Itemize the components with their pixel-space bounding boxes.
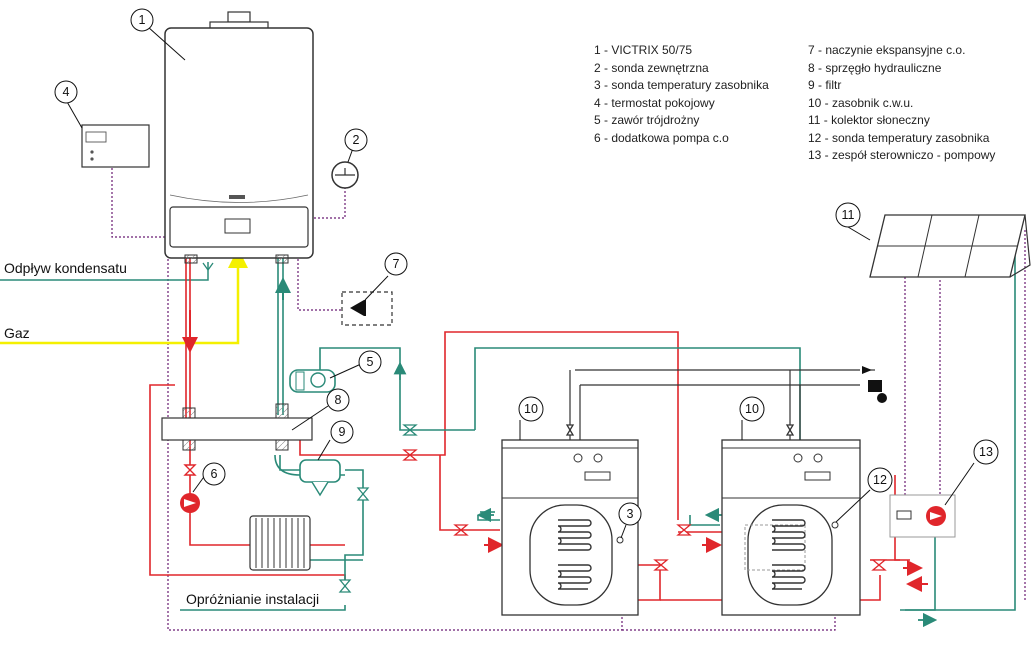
callout-11: 11: [835, 202, 861, 228]
boiler: [164, 11, 314, 264]
tank-sensor-2: [831, 521, 839, 529]
return-flow-arrows: [275, 277, 938, 628]
svg-text:13: 13: [979, 445, 993, 459]
drain-label: Opróżnianie instalacji: [186, 591, 319, 607]
callout-9: 9: [330, 420, 354, 444]
supply-flow-arrows: [182, 310, 928, 592]
svg-text:1: 1: [139, 13, 146, 27]
condensate-line: [0, 262, 214, 281]
callouts: 1 2 3 4 5 6 7 8 9 10 10 11 12 13: [54, 8, 999, 526]
legend-item: 9 - filtr: [808, 78, 842, 92]
legend-item: 3 - sonda temperatury zasobnika: [594, 78, 769, 92]
outdoor-sensor: [331, 161, 359, 189]
three-way-valve: [289, 369, 336, 393]
svg-text:8: 8: [335, 393, 342, 407]
svg-text:2: 2: [353, 133, 360, 147]
circulation-pump: [180, 464, 200, 513]
legend-item: 10 - zasobnik c.w.u.: [808, 95, 914, 110]
callout-6: 6: [202, 462, 226, 486]
legend-left: 1 - VICTRIX 50/75 2 - sonda zewnętrzna 3…: [594, 42, 769, 147]
svg-text:10: 10: [745, 402, 759, 416]
svg-text:6: 6: [211, 467, 218, 481]
filter: [274, 454, 345, 497]
callout-10-right: 10: [739, 396, 765, 422]
legend-item: 8 - sprzęgło hydrauliczne: [808, 60, 942, 75]
legend-item: 1 - VICTRIX 50/75: [594, 43, 693, 57]
solar-collector: [869, 214, 1031, 278]
callout-8: 8: [326, 388, 350, 412]
gas-line: [0, 248, 248, 345]
legend-item: 12 - sonda temperatury zasobnika: [808, 130, 990, 145]
expansion-vessel: [341, 291, 393, 326]
legend-item: 7 - naczynie ekspansyjne c.o.: [808, 43, 966, 57]
legend-item: 5 - zawór trójdrożny: [594, 113, 700, 127]
svg-text:9: 9: [339, 425, 346, 439]
hydraulic-separator: [161, 403, 313, 451]
callout-12: 12: [867, 467, 893, 493]
valves: [338, 424, 887, 593]
callout-1: 1: [130, 8, 154, 32]
svg-text:5: 5: [367, 355, 374, 369]
callout-13: 13: [973, 439, 999, 465]
callout-5: 5: [358, 350, 382, 374]
room-thermostat: [81, 124, 150, 168]
legend-item: 6 - dodatkowa pompa c.o: [594, 130, 729, 145]
tap-fittings: [862, 366, 887, 403]
legend-item: 13 - zespół sterowniczo - pompowy: [808, 148, 996, 162]
svg-text:11: 11: [842, 208, 855, 222]
tank-sensor-1: [616, 536, 624, 544]
legend-item: 2 - sonda zewnętrzna: [594, 60, 709, 75]
svg-text:3: 3: [627, 507, 634, 521]
legend-item: 11 - kolektor słoneczny: [808, 113, 930, 127]
callout-2: 2: [344, 128, 368, 152]
dhw-tank-1: [501, 439, 639, 616]
svg-text:12: 12: [873, 473, 887, 487]
svg-text:10: 10: [524, 402, 538, 416]
gas-label: Gaz: [4, 325, 30, 341]
callout-10-left: 10: [518, 396, 544, 422]
dhw-tank-2: [721, 439, 861, 616]
legend-item: 4 - termostat pokojowy: [594, 95, 715, 110]
legend-right: 7 - naczynie ekspansyjne c.o. 8 - sprzęg…: [808, 42, 995, 165]
callout-7: 7: [384, 252, 408, 276]
svg-text:4: 4: [63, 85, 70, 99]
solar-pump-group: [889, 494, 956, 538]
radiator: [249, 515, 311, 571]
svg-text:7: 7: [393, 257, 400, 271]
callout-4: 4: [54, 80, 78, 104]
callout-3: 3: [618, 502, 642, 526]
condensate-label: Odpływ kondensatu: [4, 260, 127, 276]
